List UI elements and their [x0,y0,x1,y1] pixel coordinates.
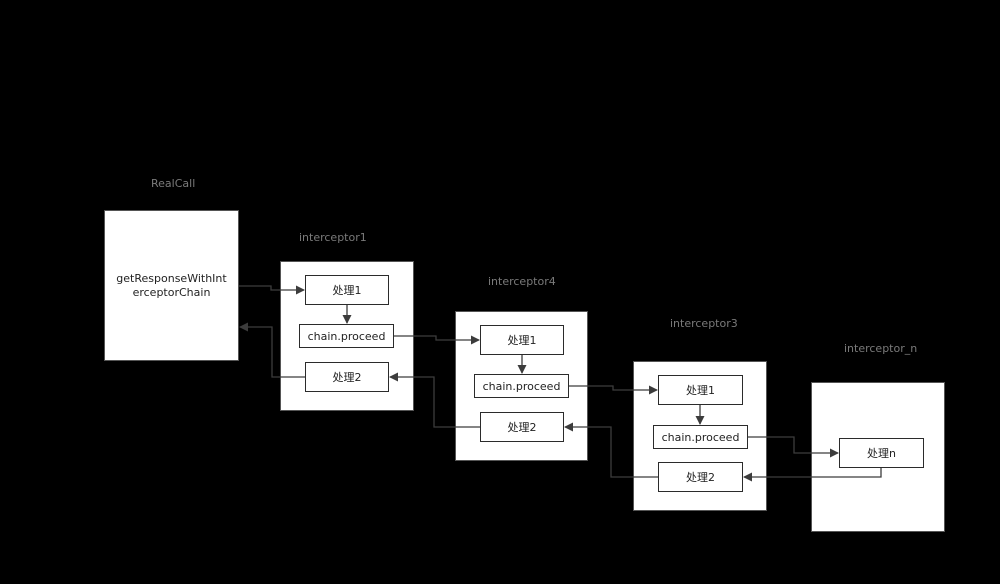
realcall-box: getResponseWithInt erceptorChain [104,210,239,361]
interceptor4-caption: interceptor4 [488,275,556,288]
interceptor3-step2: 处理2 [658,462,743,492]
realcall-method-line1: getResponseWithInt [116,271,227,285]
interceptor-n-caption: interceptor_n [844,342,918,355]
interceptor4-step2: 处理2 [480,412,564,442]
interceptor-n-step: 处理n [839,438,924,468]
interceptor3-caption: interceptor3 [670,317,738,330]
realcall-method-line2: erceptorChain [132,285,211,299]
interceptor1-step2: 处理2 [305,362,389,392]
realcall-method: getResponseWithInt erceptorChain [105,211,238,360]
interceptor1-proceed: chain.proceed [299,324,394,348]
interceptor4-step1: 处理1 [480,325,564,355]
interceptor1-step1: 处理1 [305,275,389,305]
interceptor3-proceed: chain.proceed [653,425,748,449]
interceptor1-caption: interceptor1 [299,231,367,244]
interceptor3-step1: 处理1 [658,375,743,405]
realcall-caption: RealCall [151,177,196,190]
interceptor4-proceed: chain.proceed [474,374,569,398]
